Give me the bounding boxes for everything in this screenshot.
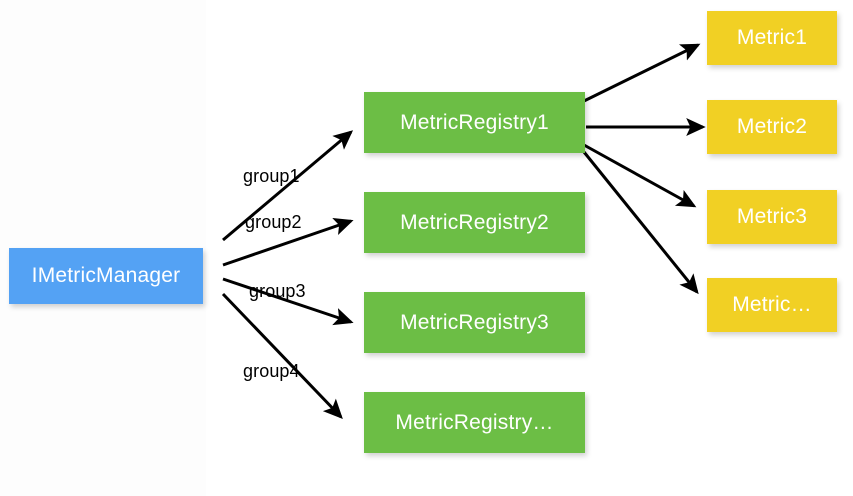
node-metricregistry2[interactable]: MetricRegistry2 — [364, 192, 585, 253]
node-metric1[interactable]: Metric1 — [707, 11, 837, 65]
edge-registry1-to-metric-more — [582, 151, 699, 295]
edge-registry1-to-metric3 — [583, 143, 697, 208]
edge-label-group1: group1 — [243, 166, 300, 186]
edge-label-group2: group2 — [245, 212, 302, 232]
node-imetricmanager[interactable]: IMetricManager — [9, 248, 203, 304]
node-metric2[interactable]: Metric2 — [707, 100, 837, 154]
edge-label-group4: group4 — [243, 361, 300, 381]
node-metricregistry1[interactable]: MetricRegistry1 — [364, 92, 585, 153]
edge-registry1-to-metric1 — [583, 43, 701, 103]
edge-manager-to-registry-more — [221, 292, 343, 419]
node-metricregistry-more[interactable]: MetricRegistry… — [364, 392, 585, 453]
node-metricregistry3[interactable]: MetricRegistry3 — [364, 292, 585, 353]
node-metric-more[interactable]: Metric… — [707, 278, 837, 332]
edge-label-group3: group3 — [249, 281, 306, 301]
node-metric3[interactable]: Metric3 — [707, 190, 837, 244]
